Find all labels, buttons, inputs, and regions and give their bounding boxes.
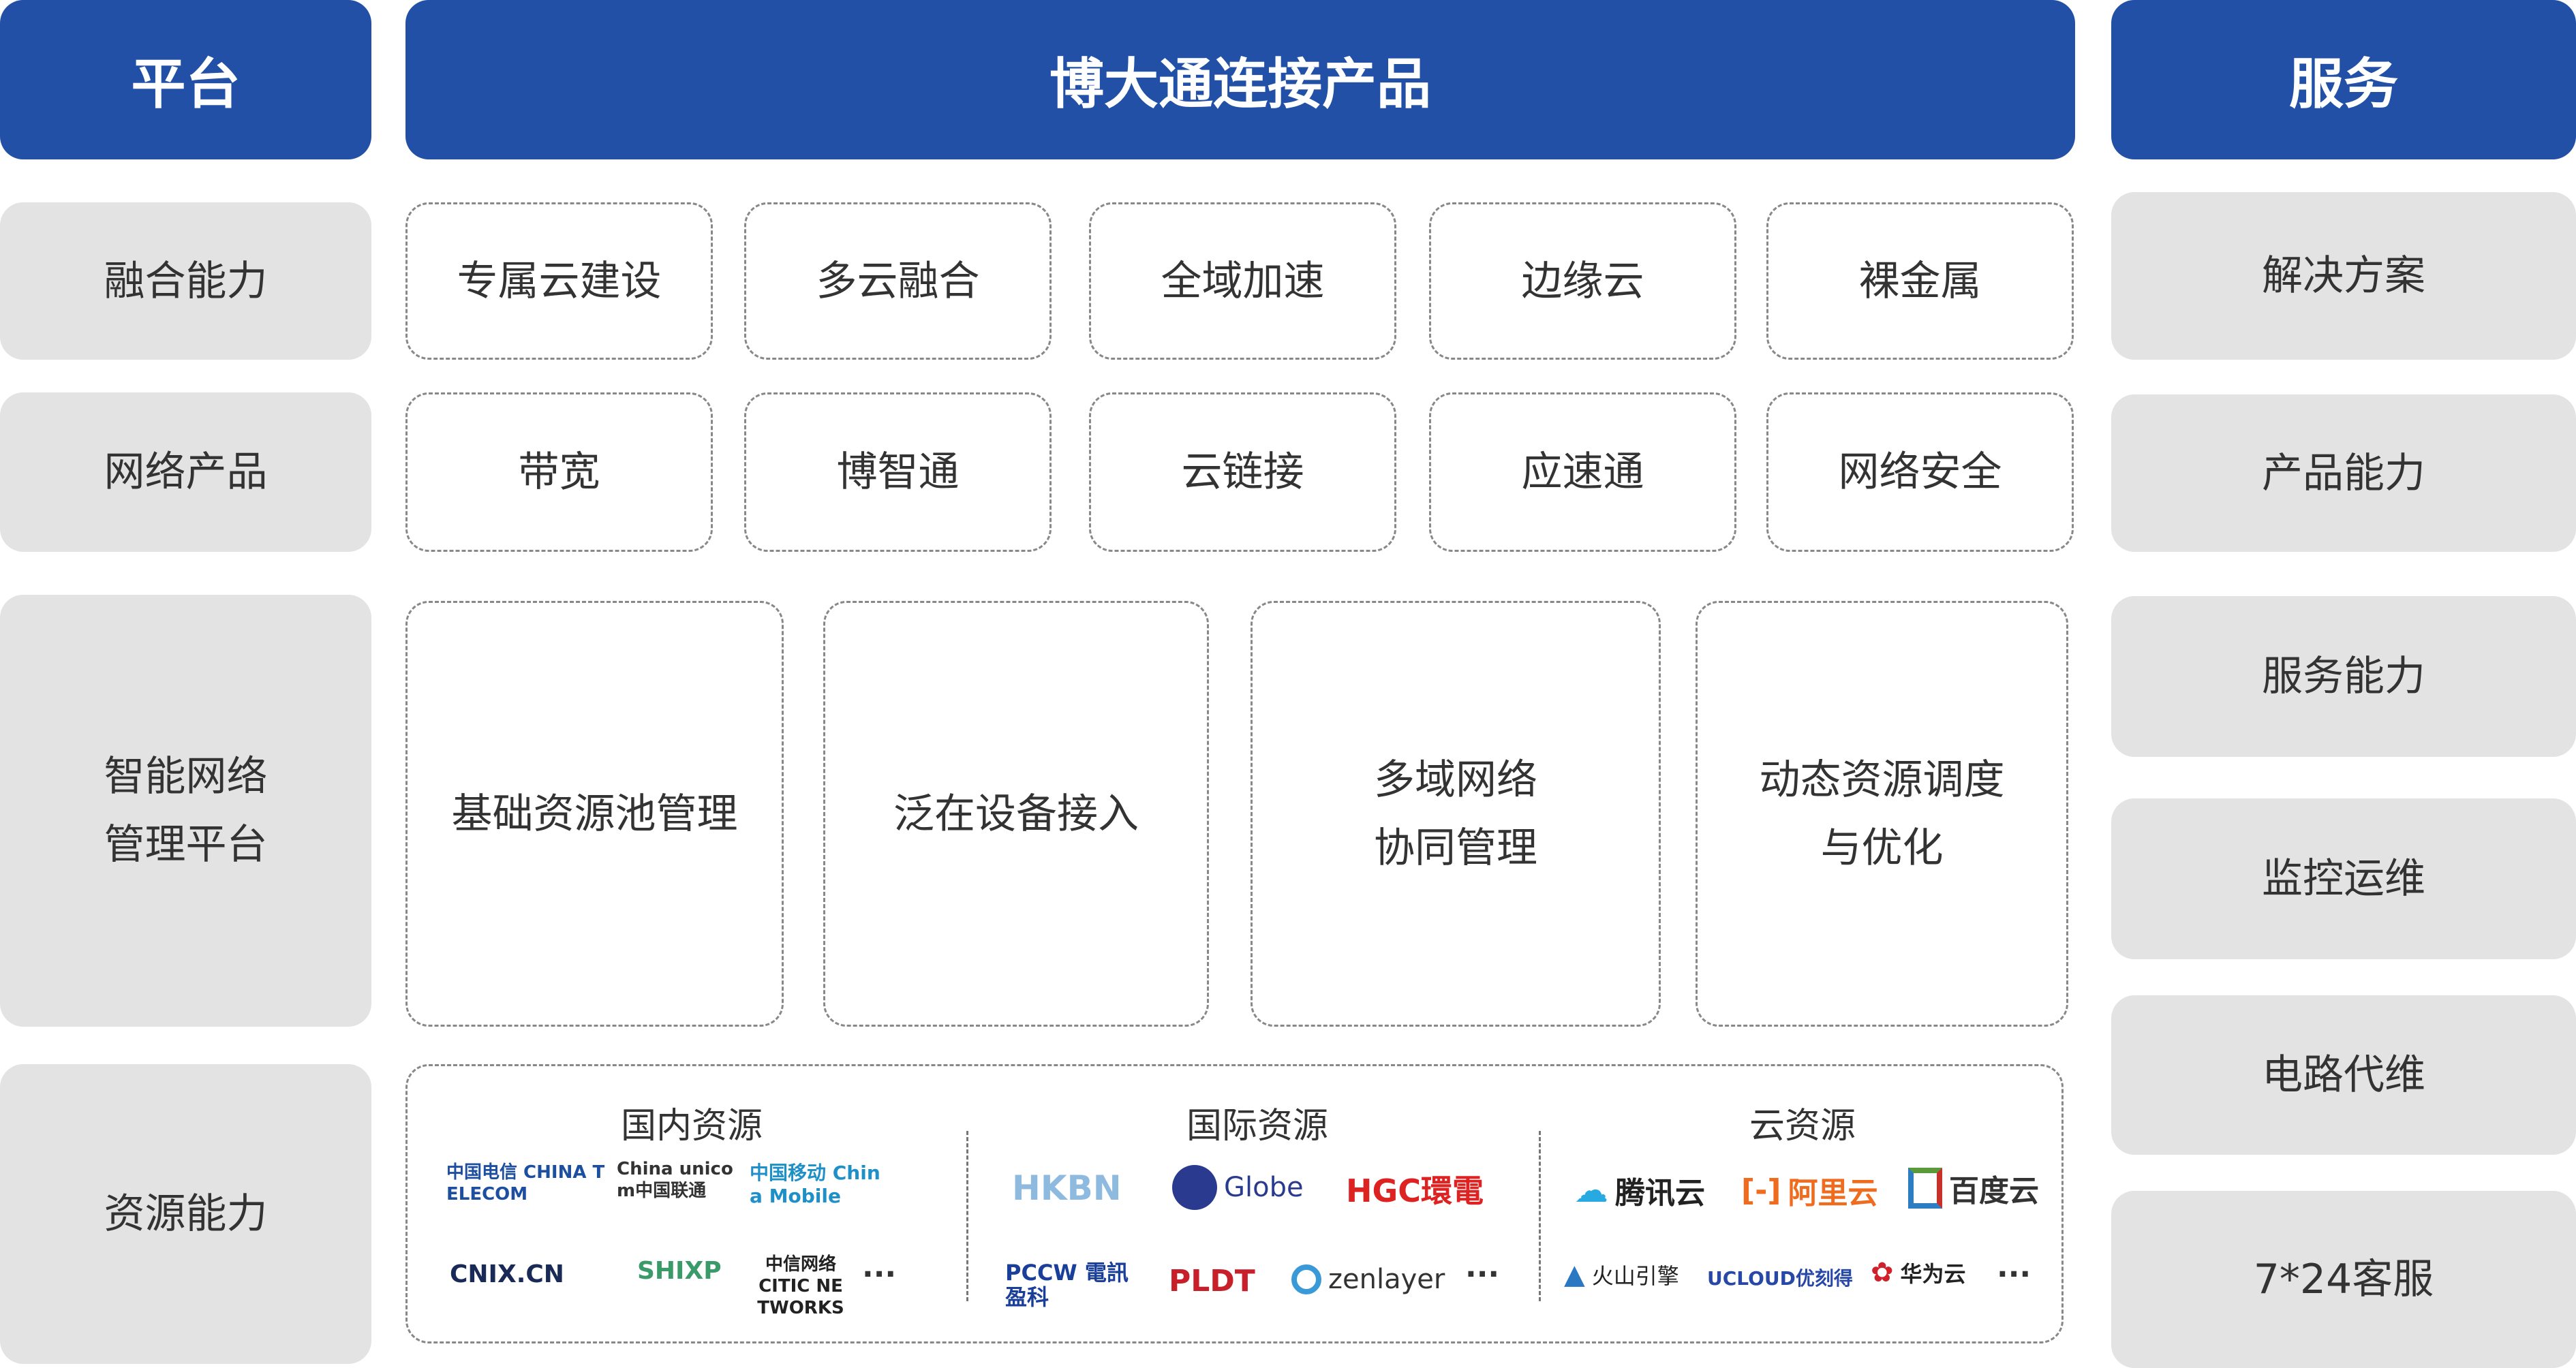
- tencent-text: 腾讯云: [1615, 1176, 1705, 1211]
- divider: [966, 1131, 968, 1301]
- product-card[interactable]: 裸金属: [1766, 202, 2074, 360]
- citic-networks-logo: 中信网络 CITIC NETWORKS: [757, 1254, 844, 1318]
- product-card[interactable]: 博智通: [744, 392, 1052, 552]
- huawei-icon: ✿: [1871, 1257, 1894, 1288]
- shixp-logo: SHIXP: [637, 1257, 722, 1285]
- aliyun-icon: [-]: [1741, 1172, 1781, 1208]
- resources-panel: [405, 1064, 2064, 1343]
- platform-card[interactable]: 动态资源调度 与优化: [1696, 601, 2068, 1027]
- row-label-fusion: 融合能力: [0, 202, 371, 360]
- huawei-text: 华为云: [1900, 1261, 1966, 1287]
- china-telecom-logo: 中国电信 CHINA TELECOM: [446, 1162, 605, 1204]
- platform-header: 平台: [0, 0, 371, 159]
- products-header: 博大通连接产品: [405, 0, 2075, 159]
- globe-text: Globe: [1224, 1172, 1304, 1203]
- service-item: 7*24客服: [2111, 1191, 2576, 1368]
- product-card[interactable]: 带宽: [405, 392, 713, 552]
- service-item: 解决方案: [2111, 192, 2576, 360]
- product-card[interactable]: 全域加速: [1089, 202, 1396, 360]
- china-mobile-logo: 中国移动 China Mobile: [750, 1162, 880, 1207]
- row-label-resources: 资源能力: [0, 1064, 371, 1364]
- platform-card[interactable]: 泛在设备接入: [823, 601, 1209, 1027]
- product-card[interactable]: 云链接: [1089, 392, 1396, 552]
- cloud-title: 云资源: [1749, 1106, 1856, 1147]
- service-item: 产品能力: [2111, 394, 2576, 552]
- globe-logo: Globe: [1172, 1165, 1304, 1210]
- ucloud-logo: UCLOUD优刻得: [1707, 1267, 1853, 1290]
- globe-icon: [1172, 1165, 1217, 1210]
- mountain-icon: ▲: [1564, 1259, 1585, 1290]
- divider: [1539, 1131, 1541, 1301]
- row-label-network-products: 网络产品: [0, 392, 371, 552]
- aliyun-logo: [-]阿里云: [1741, 1168, 1877, 1212]
- domestic-title: 国内资源: [620, 1106, 763, 1147]
- aliyun-text: 阿里云: [1788, 1176, 1878, 1211]
- china-unicom-logo: China unicom中国联通: [617, 1159, 733, 1201]
- huawei-cloud-logo: ✿华为云: [1871, 1257, 1966, 1288]
- hgc-logo: HGC環電: [1346, 1172, 1484, 1209]
- platform-card[interactable]: 基础资源池管理: [405, 601, 784, 1027]
- more-ellipsis: ···: [1465, 1257, 1500, 1292]
- pccw-logo: PCCW 電訊盈科: [1005, 1260, 1129, 1310]
- product-card[interactable]: 应速通: [1429, 392, 1736, 552]
- cnix-logo: CNIX.CN: [450, 1260, 564, 1288]
- product-card[interactable]: 专属云建设: [405, 202, 713, 360]
- services-header: 服务: [2111, 0, 2576, 159]
- hkbn-logo: HKBN: [1012, 1168, 1122, 1208]
- service-item: 服务能力: [2111, 596, 2576, 757]
- more-ellipsis: ···: [1997, 1257, 2031, 1292]
- platform-card[interactable]: 多域网络 协同管理: [1251, 601, 1661, 1027]
- row-label-management-platform: 智能网络 管理平台: [0, 595, 371, 1027]
- international-title: 国际资源: [1186, 1106, 1328, 1147]
- zenlayer-text: zenlayer: [1328, 1264, 1445, 1295]
- service-item: 监控运维: [2111, 798, 2576, 959]
- baidu-cloud-logo: 百度云: [1908, 1166, 2039, 1210]
- volcengine-text: 火山引擎: [1591, 1263, 1679, 1289]
- product-card[interactable]: 边缘云: [1429, 202, 1736, 360]
- zenlayer-icon: [1291, 1264, 1321, 1294]
- more-ellipsis: ···: [862, 1257, 897, 1292]
- volcengine-logo: ▲火山引擎: [1564, 1259, 1679, 1290]
- pldt-logo: PLDT: [1169, 1264, 1255, 1299]
- cloud-icon: ☁: [1574, 1170, 1608, 1210]
- zenlayer-logo: zenlayer: [1291, 1264, 1445, 1295]
- service-item: 电路代维: [2111, 995, 2576, 1155]
- product-card[interactable]: 多云融合: [744, 202, 1052, 360]
- baidu-icon: [1908, 1168, 1942, 1209]
- baidu-text: 百度云: [1949, 1174, 2039, 1209]
- tencent-cloud-logo: ☁腾讯云: [1574, 1168, 1705, 1212]
- product-card[interactable]: 网络安全: [1766, 392, 2074, 552]
